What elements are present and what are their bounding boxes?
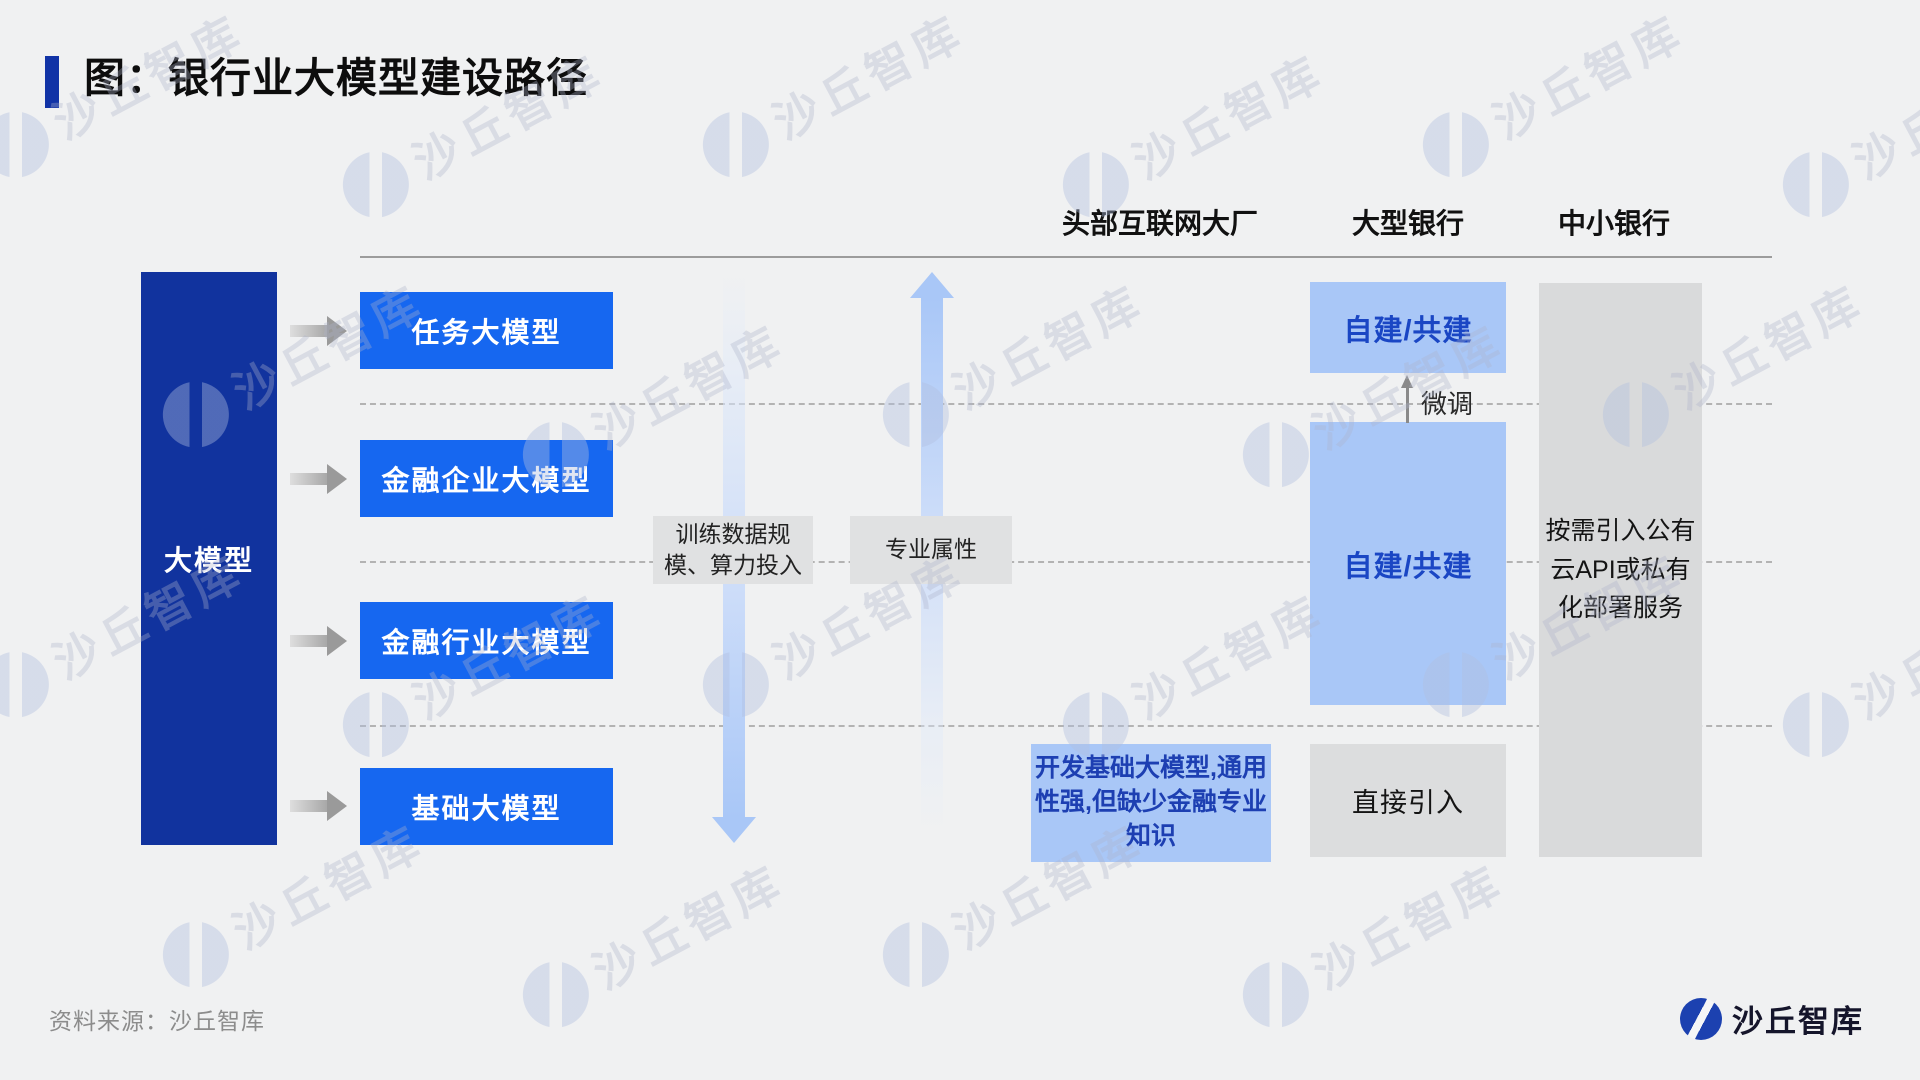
watermark-logo-icon bbox=[331, 140, 421, 230]
large-bank-bottom-box: 直接引入 bbox=[1310, 744, 1506, 857]
watermark-logo-icon bbox=[511, 950, 601, 1040]
brand: 沙丘智库 bbox=[1680, 996, 1864, 1041]
small-bank-box: 按需引入公有云API或私有化部署服务 bbox=[1539, 283, 1702, 857]
watermark-logo-icon bbox=[0, 100, 61, 190]
watermark: 沙丘智库 bbox=[1051, 37, 1335, 230]
column-header-large-bank: 大型银行 bbox=[1351, 208, 1465, 239]
internet-foundation-box: 开发基础大模型,通用性强,但缺少金融专业知识 bbox=[1031, 744, 1271, 862]
axis-label-training-scale: 训练数据规模、算力投入 bbox=[653, 516, 813, 584]
watermark-logo-icon bbox=[871, 910, 961, 1000]
watermark: 沙丘智库 bbox=[1051, 577, 1335, 770]
watermark: 沙丘智库 bbox=[1411, 0, 1695, 190]
right-arrow-icon bbox=[290, 791, 347, 821]
header-divider-line bbox=[360, 256, 1772, 258]
brand-name: 沙丘智库 bbox=[1732, 1004, 1864, 1039]
title-accent-bar bbox=[45, 56, 59, 108]
watermark-text: 沙丘智库 bbox=[1124, 45, 1333, 190]
source-note: 资料来源：沙丘智库 bbox=[49, 1008, 265, 1034]
watermark-text: 沙丘智库 bbox=[1844, 585, 1920, 730]
finetune-label: 微调 bbox=[1421, 389, 1474, 419]
row-divider-dashed bbox=[360, 561, 1772, 563]
watermark-logo-icon bbox=[1771, 140, 1861, 230]
watermark-logo-icon bbox=[151, 910, 241, 1000]
watermark-logo-icon bbox=[1231, 410, 1321, 500]
right-arrow-icon bbox=[290, 316, 347, 346]
watermark-text: 沙丘智库 bbox=[1484, 5, 1693, 150]
model-box-finance-enterprise: 金融企业大模型 bbox=[360, 440, 613, 517]
watermark: 沙丘智库 bbox=[1771, 37, 1920, 230]
brand-logo-icon bbox=[1680, 997, 1722, 1040]
column-header-small-bank: 中小银行 bbox=[1557, 208, 1671, 239]
model-box-task: 任务大模型 bbox=[360, 292, 613, 369]
model-box-finance-industry: 金融行业大模型 bbox=[360, 602, 613, 679]
watermark: 沙丘智库 bbox=[691, 0, 975, 190]
row-divider-dashed bbox=[360, 403, 1772, 405]
watermark-text: 沙丘智库 bbox=[944, 275, 1153, 420]
watermark-logo-icon bbox=[1771, 680, 1861, 770]
watermark-logo-icon bbox=[1231, 950, 1321, 1040]
watermark: 沙丘智库 bbox=[1771, 577, 1920, 770]
watermark-text: 沙丘智库 bbox=[1844, 45, 1920, 190]
watermark-logo-icon bbox=[691, 100, 781, 190]
column-header-internet: 头部互联网大厂 bbox=[1061, 208, 1259, 239]
watermark-text: 沙丘智库 bbox=[1124, 585, 1333, 730]
watermark-text: 沙丘智库 bbox=[764, 5, 973, 150]
axis-label-professional: 专业属性 bbox=[850, 516, 1012, 584]
right-arrow-icon bbox=[290, 626, 347, 656]
row-divider-dashed bbox=[360, 725, 1772, 727]
model-box-foundation: 基础大模型 bbox=[360, 768, 613, 845]
large-bank-mid-box: 自建/共建 bbox=[1310, 422, 1506, 705]
watermark: 沙丘智库 bbox=[511, 847, 795, 1040]
root-model-box: 大模型 bbox=[141, 272, 277, 845]
watermark-text: 沙丘智库 bbox=[584, 855, 793, 1000]
large-bank-top-box: 自建/共建 bbox=[1310, 282, 1506, 373]
root-model-label: 大模型 bbox=[163, 544, 254, 576]
right-arrow-icon bbox=[290, 464, 347, 494]
finetune-arrow-icon bbox=[1401, 375, 1413, 423]
page-title: 图：银行业大模型建设路径 bbox=[84, 55, 588, 101]
watermark-logo-icon bbox=[1411, 100, 1501, 190]
watermark-logo-icon bbox=[0, 640, 61, 730]
watermark: 沙丘智库 bbox=[1231, 847, 1515, 1040]
watermark-text: 沙丘智库 bbox=[1304, 855, 1513, 1000]
